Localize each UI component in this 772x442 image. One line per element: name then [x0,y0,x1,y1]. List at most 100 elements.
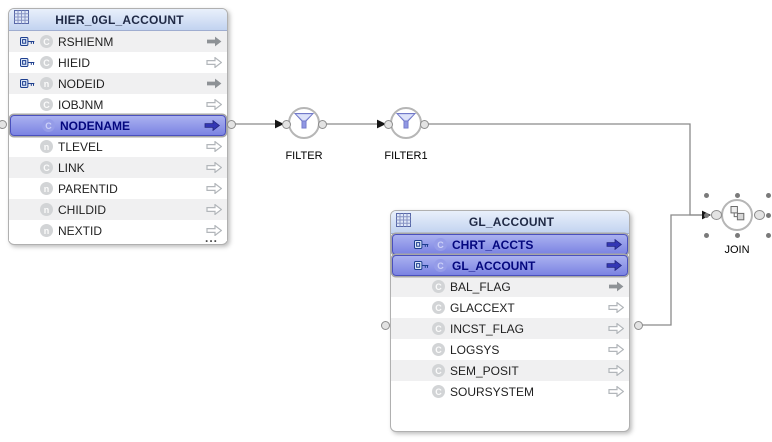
datatype-icon: C [434,259,447,272]
datatype-icon: C [432,322,445,335]
table-row-incst_flag[interactable]: C INCST_FLAG [391,318,629,339]
selection-handle-dot [703,192,709,198]
column-name: GLACCEXT [450,300,515,315]
selection-handle-dot [703,232,709,238]
table-title: HIER_0GL_ACCOUNT [55,12,184,27]
arrow-filled-icon [205,78,222,89]
column-name: PARENTID [58,181,118,196]
column-name: SEM_POSIT [450,363,519,378]
table-row-nodeid[interactable]: n NODEID [9,73,227,94]
arrow-hollow-icon [205,99,222,110]
datatype-icon: n [40,182,53,195]
table-row-tlevel[interactable]: n TLEVEL [9,136,227,157]
join-icon [728,204,746,227]
port-hier-input[interactable] [0,119,7,129]
key-icon [20,37,35,46]
arrow-filled-icon [205,36,222,47]
arrow-hollow-icon [607,323,624,334]
datatype-icon: C [432,343,445,356]
datatype-icon: n [40,140,53,153]
table-row-parentid[interactable]: n PARENTID [9,178,227,199]
datatype-icon: C [432,301,445,314]
port-filter-output[interactable] [317,119,327,129]
datatype-icon: C [434,238,447,251]
column-name: GL_ACCOUNT [452,258,536,273]
arrow-hollow-icon [205,162,222,173]
table-row-gl_account[interactable]: C GL_ACCOUNT [392,255,628,276]
column-name: LOGSYS [450,342,500,357]
port-gl-input[interactable] [380,320,390,330]
column-name: INCST_FLAG [450,321,525,336]
table-grid-icon [14,10,29,29]
arrow-hollow-icon [607,365,624,376]
table-row-logsys[interactable]: C LOGSYS [391,339,629,360]
arrow-hollow-icon [205,57,222,68]
arrow-hollow-icon [607,344,624,355]
operator-filter[interactable] [288,107,320,139]
arrow-hollow-icon [205,225,222,236]
selection-handle-dot [765,212,771,218]
arrow-mapped-icon [605,260,622,271]
column-name: SOURSYSTEM [450,384,535,399]
datatype-icon: C [432,364,445,377]
datatype-icon: C [40,35,53,48]
funnel-icon [395,112,417,135]
operator-filter1[interactable] [390,107,422,139]
table-row-hieid[interactable]: C HIEID [9,52,227,73]
column-name: CHRT_ACCTS [452,237,534,252]
datatype-icon: n [40,77,53,90]
table-grid-icon [396,212,411,232]
port-join-output[interactable] [753,210,765,220]
operator-label-filter: FILTER [285,150,323,162]
port-filter1-input[interactable] [383,119,393,129]
selection-handle-dot [734,232,740,238]
port-filter-input[interactable] [281,119,291,129]
table-row-sem_posit[interactable]: C SEM_POSIT [391,360,629,381]
port-hier-output[interactable] [226,119,236,129]
datatype-icon: C [42,119,55,132]
selection-handle-dot [734,192,740,198]
selection-handle-dot [765,192,771,198]
column-name: HIEID [58,55,91,70]
table-header[interactable]: HIER_0GL_ACCOUNT [9,9,227,31]
funnel-icon [293,112,315,135]
operator-label-filter1: FILTER1 [384,150,428,162]
key-icon [20,79,35,88]
table-header[interactable]: GL_ACCOUNT [391,211,629,234]
key-icon [20,58,35,67]
column-name: IOBJNM [58,97,104,112]
port-filter1-output[interactable] [419,119,429,129]
datatype-icon: C [40,56,53,69]
table-title: GL_ACCOUNT [468,215,555,229]
datatype-icon: n [40,224,53,237]
port-gl-output[interactable] [633,320,643,330]
arrow-filled-icon [607,281,624,292]
datatype-icon: C [40,161,53,174]
truncated-indicator: ... [204,231,218,245]
arrow-hollow-icon [205,183,222,194]
column-name: NODEID [58,76,105,91]
column-name: TLEVEL [58,139,103,154]
arrow-mapped-icon [605,239,622,250]
table-row-chrt_accts[interactable]: C CHRT_ACCTS [392,234,628,255]
table-row-iobjnm[interactable]: C IOBJNM [9,94,227,115]
arrow-hollow-icon [607,302,624,313]
datatype-icon: C [432,280,445,293]
arrow-hollow-icon [607,386,624,397]
operator-join[interactable] [721,199,753,231]
port-join-input[interactable] [710,210,722,220]
datatype-icon: C [40,98,53,111]
table-row-glaccext[interactable]: C GLACCEXT [391,297,629,318]
operator-label-join: JOIN [724,244,750,256]
